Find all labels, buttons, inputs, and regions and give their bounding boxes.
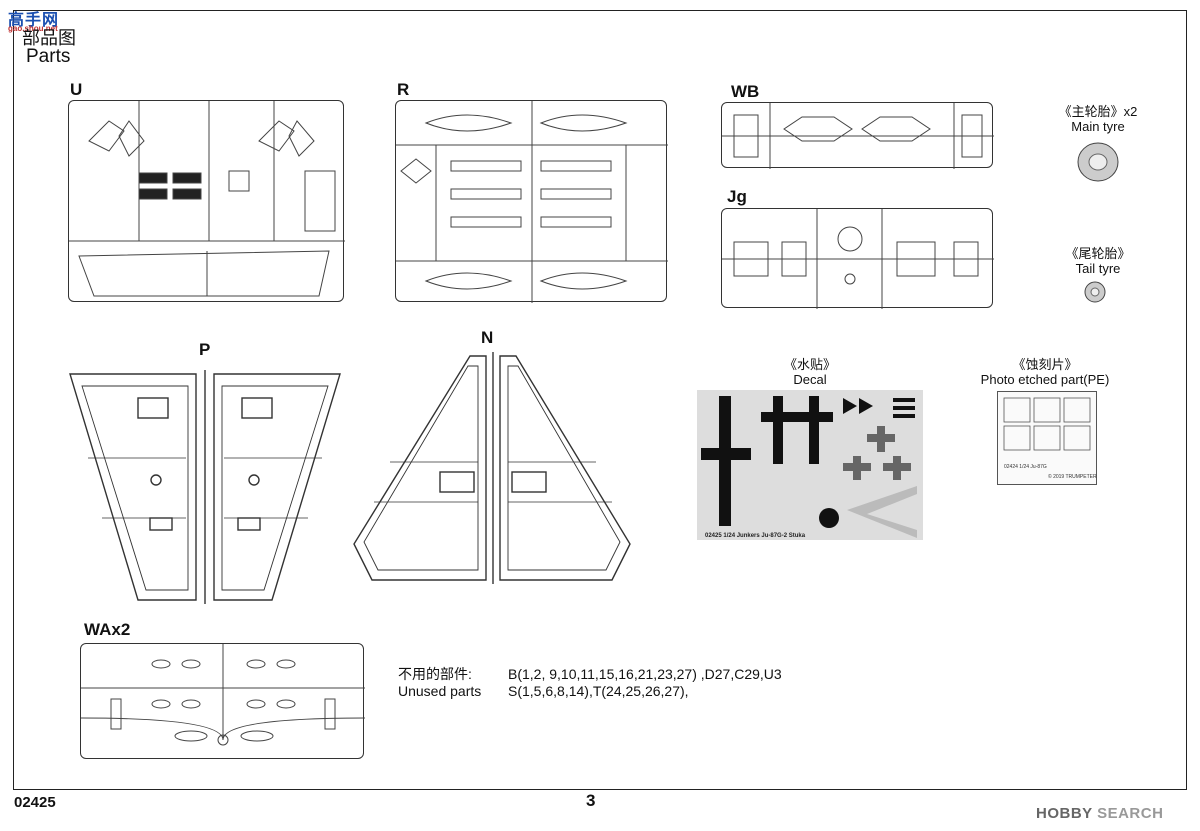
page-number: 3 [586,791,596,810]
sprue-wa-drawing [80,644,366,746]
sprue-n [350,352,634,584]
unused-label-cn: 不用的部件: [398,666,472,682]
unused-line-1: B(1,2, 9,10,11,15,16,21,23,27) ,D27,C29,… [508,666,782,682]
decal-label-en: Decal [793,372,827,387]
pe-label-en: Photo etched part(PE) [980,372,1110,387]
watermark-url: gao.shou.net [8,24,58,33]
sprue-label-jg: Jg [727,187,747,206]
sprue-label-u: U [70,80,83,99]
decal-sheet-drawing: 02425 1/24 Junkers Ju-87G-2 Stuka [701,396,917,539]
unused-line-2: S(1,5,6,8,14),T(24,25,26,27), [508,683,689,699]
sprue-p-drawing [69,370,341,604]
main-tyre-label-en: Main tyre [1071,119,1125,134]
sprue-wa [80,643,366,759]
sprue-r [395,100,668,303]
sprue-label-r: R [397,80,410,99]
sprue-n-drawing [353,352,631,584]
tail-tyre-label-cn: 《尾轮胎》 [1065,246,1131,261]
sprue-label-n: N [481,328,494,347]
sprue-jg [721,208,994,309]
tail-tyre-icon [1084,281,1106,303]
brand-part-a: HOBBY [1036,805,1093,822]
unused-parts: 不用的部件: B(1,2, 9,10,11,15,16,21,23,27) ,D… [398,666,782,700]
watermark-logo: 高手网 [8,10,60,29]
sprue-label-p: P [199,340,211,359]
decal-sheet-caption: 02425 1/24 Junkers Ju-87G-2 Stuka [705,533,806,539]
unused-label-en: Unused parts [398,683,482,699]
brand-part-b: SEARCH [1097,805,1164,822]
decal-label-cn: 《水贴》 [783,357,836,372]
sprue-label-wa: WAx2 [84,620,131,639]
page-title-en: Parts [26,46,71,67]
sprue-wb [721,102,994,169]
main-tyre-icon [1077,142,1119,182]
pe-fret: 02424 1/24 Ju-87G © 2019 TRUMPETER [997,391,1097,485]
page-title-cn: 部品图 [22,28,76,49]
sprue-label-wb: WB [731,82,760,101]
pe-label-cn: 《蚀刻片》 [1012,357,1078,372]
decal-sheet: 02425 1/24 Junkers Ju-87G-2 Stuka [697,390,923,540]
sprue-u-drawing [69,101,345,297]
sprue-u [68,100,345,302]
sprue-wb-drawing [722,103,994,169]
pe-fret-caption: 02424 1/24 Ju-87G [1004,464,1047,470]
pe-fret-brand: © 2019 TRUMPETER [1048,473,1097,480]
page-frame [13,10,1187,790]
kit-code: 02425 [14,794,56,811]
main-tyre-label-cn: 《主轮胎》x2 [1058,104,1138,119]
pe-fret-drawing: 02424 1/24 Ju-87G © 2019 TRUMPETER [1003,397,1097,480]
source-watermark: HOBBY SEARCH [1036,805,1163,822]
sprue-r-drawing [396,101,668,303]
sprue-jg-drawing [722,209,994,309]
tail-tyre-label-en: Tail tyre [1075,261,1121,276]
sprue-p [68,368,342,606]
